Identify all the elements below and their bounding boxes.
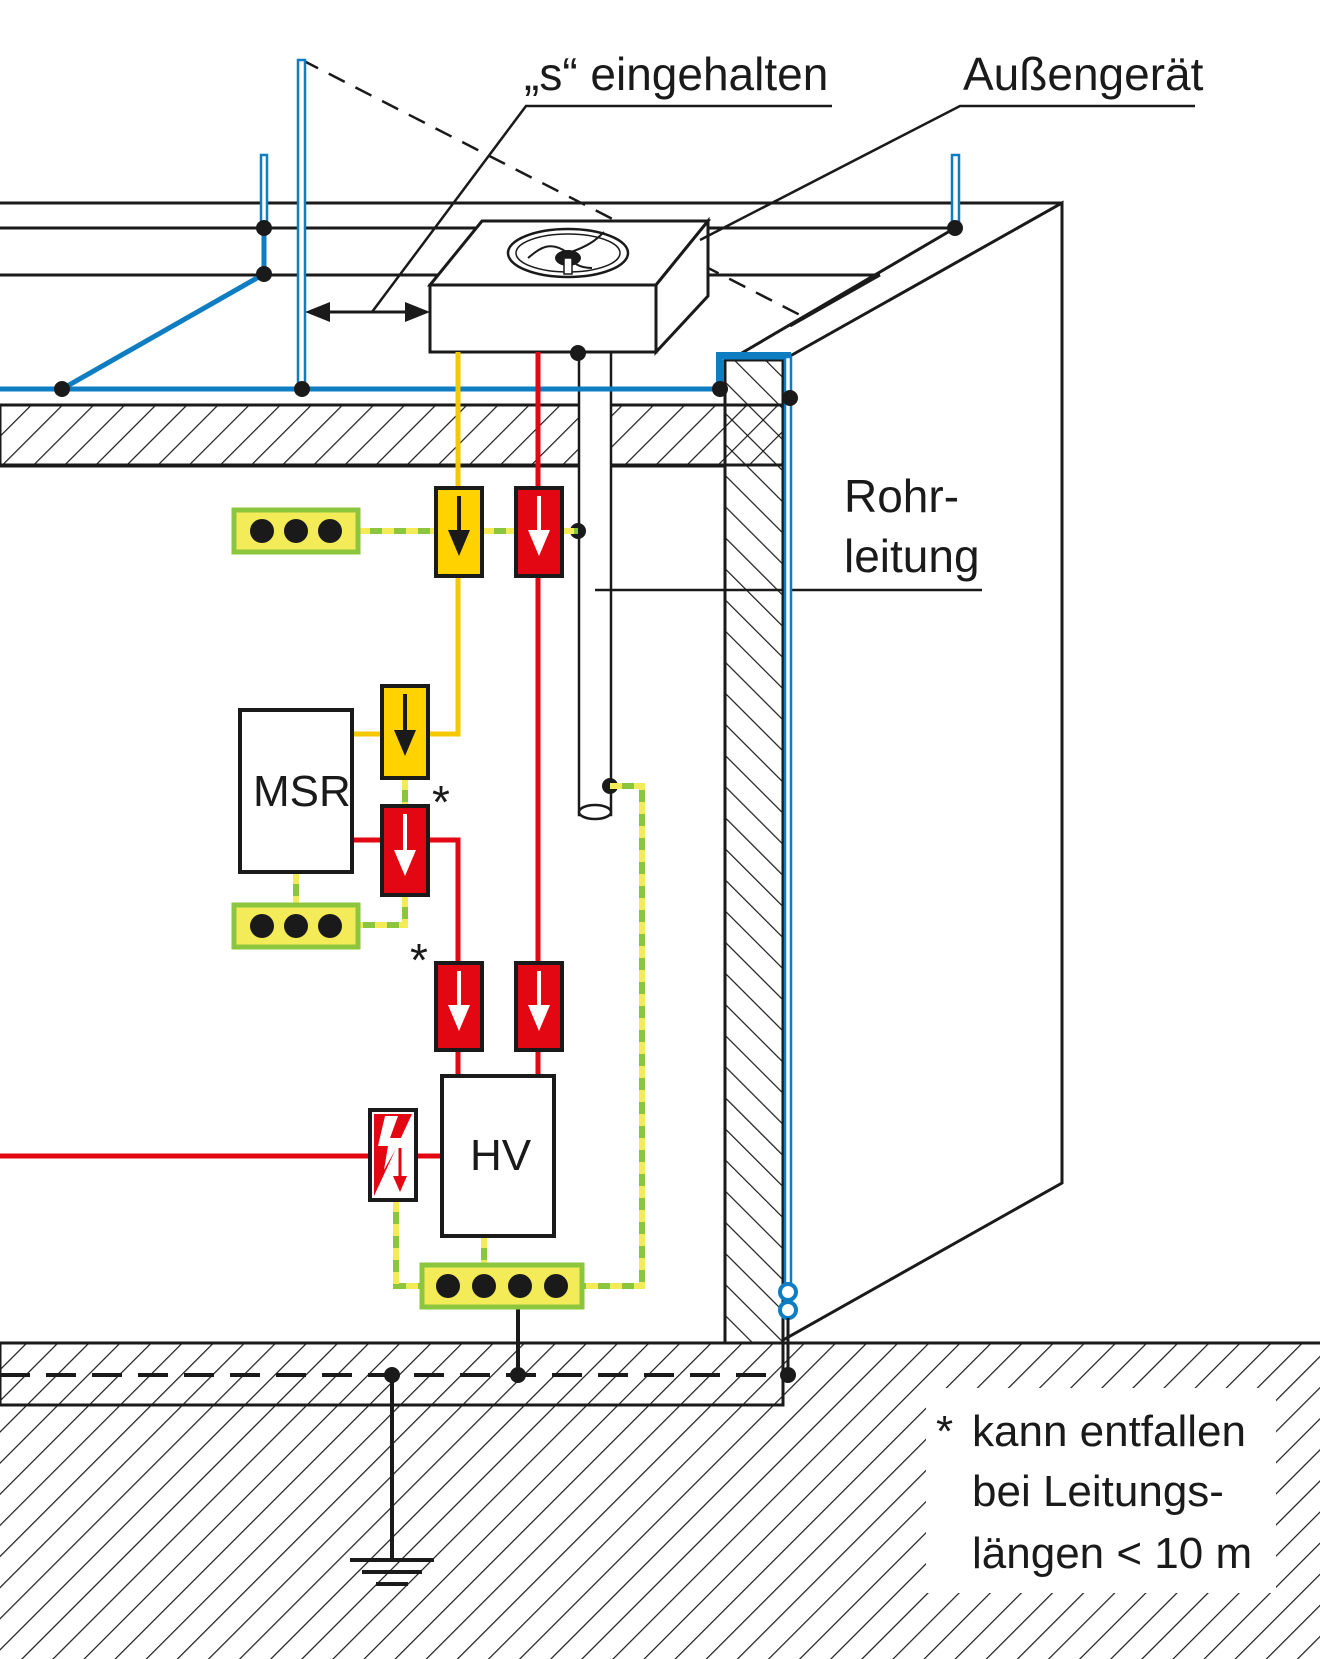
spd-power-hv-right <box>514 961 564 1052</box>
pipe-label-line1: Rohr- <box>844 470 959 522</box>
footnote-box <box>926 1388 1276 1593</box>
footnote-line1: kann entfallen <box>972 1407 1246 1456</box>
pipe-label-line2: leitung <box>844 530 980 582</box>
asterisk-msr: * <box>432 776 450 828</box>
hv-label: HV <box>470 1131 532 1180</box>
signal-lines <box>352 352 461 737</box>
roof-slab <box>0 403 785 467</box>
spd-power-msr <box>380 804 430 897</box>
earth-rod <box>350 1367 434 1586</box>
footnote-line3: längen < 10 m <box>972 1529 1252 1578</box>
bonding-bar-roof <box>231 507 361 555</box>
bonding-bar-msr <box>231 902 361 950</box>
main-earthing-terminal <box>419 1262 585 1310</box>
msr-label: MSR <box>253 767 351 816</box>
test-joint <box>778 1282 798 1375</box>
separation-distance-label: „s“ eingehalten <box>524 48 828 100</box>
interior-room <box>0 464 727 1345</box>
building-side-face <box>0 200 1064 1343</box>
lightning-current-arrester <box>368 1108 418 1202</box>
spd-power-roof <box>514 486 564 578</box>
asterisk-hv: * <box>410 934 428 986</box>
spd-signal-roof <box>434 486 484 578</box>
spd-signal-msr <box>380 684 430 780</box>
separation-line <box>301 58 801 317</box>
outdoor-unit-leader <box>699 104 1195 242</box>
hv-box <box>440 1074 556 1238</box>
power-lines <box>0 352 541 1159</box>
spd-power-hv-left <box>434 961 484 1052</box>
footnote-star: * <box>936 1407 953 1456</box>
pipe <box>577 343 613 821</box>
equipotential-bonding-conductors <box>293 528 645 1375</box>
right-wall <box>723 358 785 1362</box>
msr-box <box>238 708 354 874</box>
outdoor-unit <box>426 216 712 356</box>
outdoor-unit-label: Außengerät <box>963 48 1204 100</box>
separation-distance-arrow <box>305 104 832 322</box>
footnote-line2: bei Leitungs- <box>972 1467 1224 1516</box>
